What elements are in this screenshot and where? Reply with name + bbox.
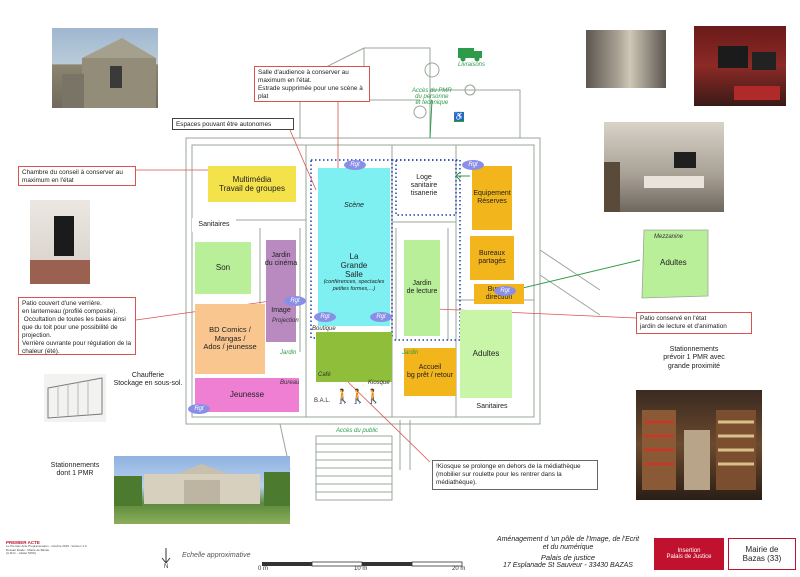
photo-column [586, 30, 666, 88]
jardin-small-label: Jardin [280, 350, 297, 356]
wheelchair-icon: ♿ [454, 112, 464, 122]
livraisons-label: Livraisons [458, 62, 486, 68]
photo-library [636, 390, 762, 500]
scale-label: Echelle approximative [182, 552, 251, 559]
rgt-badge: Rgt [284, 296, 306, 306]
grande-salle-sub: (conférences, spectacles petites formes,… [323, 279, 385, 292]
photo-wall-niche [30, 200, 90, 284]
client-box: Mairie de Bazas (33) [728, 538, 796, 570]
jardin-small-label-2: Jardin [402, 350, 419, 356]
cafe-label: Café [318, 372, 331, 378]
image-label: Image [271, 306, 291, 314]
room-equipement: Equipement Réserves [472, 166, 512, 230]
insertion-box: Insertion Palais de Justice [654, 538, 724, 570]
room-jeunesse: Jeunesse [195, 378, 299, 412]
room-loge: Loge sanitaire tisanerie [402, 166, 446, 206]
mezzanine-label: Mezzanine [654, 234, 684, 240]
callout-kiosque: !Kiosque se prolonge en dehors de la méd… [432, 460, 598, 490]
room-son: Son [195, 242, 251, 294]
rgt-badge: Rgt [370, 312, 392, 322]
mezzanine-block: Mezzanine Adultes [640, 228, 710, 300]
photo-interior-room [604, 122, 724, 212]
rgt-badge: Rgt [344, 160, 366, 170]
photo-palais-facade [52, 28, 158, 108]
scene-label: Scène [344, 201, 364, 209]
boutique-label: Boutique [312, 326, 336, 332]
acces-public-label: Accès du public [336, 428, 379, 434]
note-stationnements-left: Stationnements dont 1 PMR [50, 462, 100, 478]
rgt-badge: Rgt [462, 160, 484, 170]
note-chaufferie: Chaufferie Stockage en sous-sol. [113, 372, 183, 388]
scale-tick-0: 0 m [258, 566, 269, 572]
room-jardin-lecture: Jardin de lecture [404, 240, 440, 336]
logo-name: PREMIER ACTE [6, 540, 40, 545]
note-stationnements-right: Stationnements prévoir 1 PMR avec grande… [663, 346, 725, 370]
public-people-icon: 🚶🚶🚶 [334, 388, 382, 404]
bureau-left-label: Bureau [280, 380, 300, 386]
project-title: Aménagement d 'un pôle de l'Image, de l'… [496, 536, 640, 552]
callout-chambre-conseil: Chambre du conseil à conserver au maximu… [18, 166, 136, 186]
grande-salle-label: La Grande Salle [340, 251, 368, 280]
bal-label: B.A.L. [314, 398, 331, 404]
address: 17 Esplanade St Sauveur - 33430 BAZAS [503, 561, 633, 569]
room-cafe [316, 332, 392, 382]
callout-patio-conserve: Patio conservé en l'état jardin de lectu… [636, 312, 752, 334]
kiosque-label: Kiosque [368, 380, 390, 386]
title-block: Aménagement d 'un pôle de l'Image, de l'… [486, 536, 650, 570]
room-bd-comics: BD Comics / Mangas / Ados / jeunesse [195, 304, 265, 374]
truck-icon [458, 46, 484, 67]
rgt-badge: Rgt [494, 286, 516, 296]
photo-palais-exterior [114, 456, 290, 524]
room-sanitaires-right: Sanitaires [470, 400, 514, 414]
callout-espaces-autonomes: Espaces pouvant être autonomes [172, 118, 294, 130]
callout-patio-couvert: Patio couvert d'une verrière. en lantern… [18, 297, 136, 355]
room-jardin-cinema: Jardin du cinéma [265, 240, 297, 280]
room-sanitaires-left: Sanitaires [192, 218, 236, 232]
scale-tick-10: 10 m [354, 566, 368, 572]
building-name: Palais de justice [540, 552, 596, 562]
room-adultes: Adultes [460, 310, 512, 398]
photo-skylight [44, 374, 106, 422]
room-multimedia: Multimédia Travail de groupes [208, 166, 296, 202]
mezzanine-adultes: Adultes [660, 258, 687, 267]
room-accueil: Accueil bg prêt / retour [404, 348, 456, 396]
logo-block: PREMIER ACTE Le Premier Acte Programmati… [6, 540, 92, 556]
acces-pmr-label: Accès du PMR du personne et technique [412, 88, 452, 106]
rgt-badge: Rgt [314, 312, 336, 322]
room-image: Image [266, 280, 296, 342]
projection-label: Projection [272, 318, 299, 324]
rgt-badge: Rgt [188, 404, 210, 414]
callout-salle-audience: Salle d'audience à conserver au maximum … [254, 66, 370, 102]
north-label: N [164, 564, 169, 570]
logo-lines: Le Premier Acte Programmation - octobre … [6, 544, 87, 556]
mezzanine-shape [641, 229, 709, 299]
room-bureaux-partages: Bureaux partagés [470, 236, 514, 280]
room-grande-salle: Scène La Grande Salle (conférences, spec… [318, 168, 390, 326]
photo-interior-tv [694, 26, 786, 106]
scale-tick-20: 20 m [452, 566, 466, 572]
